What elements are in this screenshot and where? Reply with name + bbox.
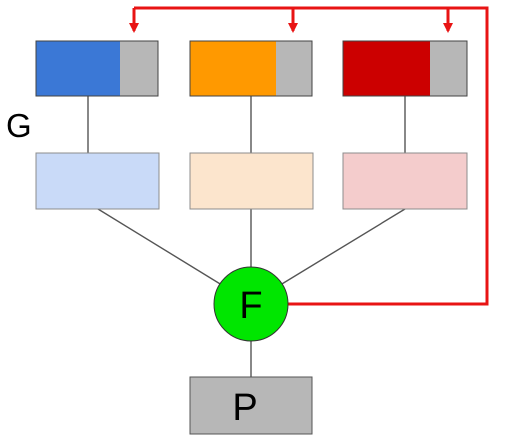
mid-box-light-blue [35,152,160,210]
node-f: F [213,266,289,342]
feedback-arrow-path [134,6,489,306]
top-box-blue [35,40,159,97]
top-box-red [342,40,468,97]
mid-box-light-orange [189,152,314,210]
node-p: P [189,376,313,435]
connector-mid-right-to-f [271,208,406,291]
node-f-label: F [239,285,262,327]
connector-mid-left-to-f [97,208,231,291]
mid-box-light-red [342,152,468,210]
label-g: G [6,107,32,144]
top-box-orange [189,40,313,97]
node-p-label: P [232,387,257,429]
